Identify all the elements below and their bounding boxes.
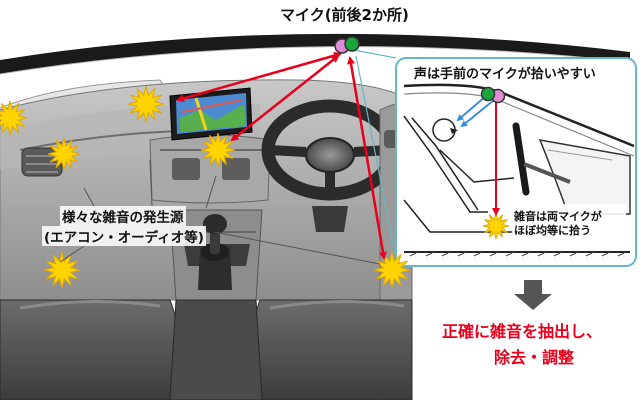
noise-source-label: 様々な雑音の発生源: [60, 206, 186, 226]
inset-noise-note-2: ほぼ均等に拾う: [514, 224, 591, 237]
inset-caption: 声は手前のマイクが拾いやすい: [414, 67, 596, 82]
arrow-mic-to-floor: [347, 56, 387, 260]
seat-left: [0, 299, 181, 400]
arrow-mic-to-console: [230, 54, 340, 142]
noise-bursts: [0, 85, 510, 289]
noise-burst-icon: [482, 212, 510, 240]
noise-burst-icon: [0, 100, 28, 136]
noise-source-examples: (エアコン・オーディオ等): [42, 226, 206, 246]
roof-line: [0, 33, 630, 74]
result-text-2: 除去・調整: [494, 348, 575, 367]
driver-figure: [403, 115, 520, 233]
microphone-title: マイク(前後2か所): [280, 6, 409, 24]
arrow-voice-front: [456, 95, 487, 122]
result-text: 正確に雑音を抽出し、: [442, 322, 603, 341]
microphone-front-icon: [344, 36, 360, 52]
noise-burst-icon: [373, 251, 411, 289]
noise-burst-icon: [43, 251, 81, 289]
noise-burst-icon: [200, 132, 236, 168]
inset-panel: [353, 49, 637, 267]
down-arrow-icon: [514, 280, 552, 310]
noise-burst-icon: [47, 137, 81, 171]
gear-shift: [198, 214, 232, 290]
inset-noise-note: 雑音は両マイクが: [514, 210, 602, 223]
navigation-screen: [169, 87, 253, 141]
inset-microphone-front-icon: [480, 86, 496, 102]
noise-burst-icon: [127, 85, 165, 123]
label-pointers: [59, 159, 381, 265]
seat-right: [249, 299, 413, 400]
arrow-voice-rear: [460, 99, 495, 128]
sound-arrows: [176, 51, 500, 260]
microphone-icon: [334, 36, 506, 104]
